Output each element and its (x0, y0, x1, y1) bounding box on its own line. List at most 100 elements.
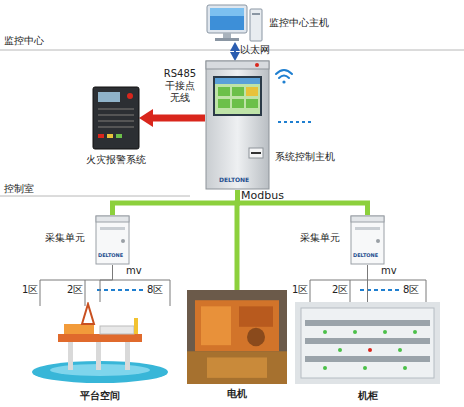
illustration-part (85, 280, 86, 306)
illustration-part (284, 121, 287, 123)
illustration-part (395, 289, 399, 291)
illustration-part (383, 330, 387, 334)
illustration-part (64, 324, 94, 334)
illustration-part (187, 290, 287, 384)
illustration-part (251, 152, 261, 154)
fire-panel-icon (92, 86, 140, 150)
illustration-part (98, 134, 104, 138)
illustration-part (98, 92, 120, 102)
text-label: 控制室 (4, 182, 34, 196)
text-label: 1区 (22, 283, 38, 297)
connector (234, 51, 236, 52)
zone-divider (0, 196, 190, 197)
illustration-part (215, 38, 239, 41)
illustration-part (302, 121, 305, 123)
connector (100, 265, 113, 302)
cabinet-image-node: 机柜 (295, 302, 440, 384)
illustration-part (276, 70, 292, 74)
illustration-part (376, 239, 380, 243)
illustration-part (118, 289, 122, 291)
platform-illustration (30, 302, 170, 384)
illustration-part (239, 306, 273, 326)
illustration-part (82, 304, 94, 324)
illustration-part (125, 289, 129, 291)
illustration-part (104, 289, 108, 291)
platform-image-node: 平台空间 (30, 302, 170, 384)
illustration-part (296, 121, 299, 123)
motor-illustration (187, 290, 287, 384)
illustration-part (351, 216, 384, 222)
wireless-dots (278, 121, 311, 123)
illustration-part (98, 114, 134, 116)
cabinet-icon (205, 60, 270, 190)
illustration-part (206, 61, 269, 189)
illustration-part (305, 338, 430, 344)
illustration-part (96, 216, 129, 264)
text-label: mv (381, 265, 397, 276)
illustration-part (134, 318, 138, 334)
computer-node: 监控中心主机 (205, 3, 265, 43)
text-label: 8区 (403, 283, 419, 297)
illustration-part (207, 5, 247, 33)
illustration-part (351, 216, 384, 264)
illustration-part (40, 280, 41, 306)
illustration-part (247, 328, 265, 346)
illustration-part (255, 63, 259, 67)
text-label: DELTONE (98, 252, 123, 258)
control-host-node: 系统控制主机 (205, 60, 270, 190)
illustration-part (398, 348, 402, 352)
connector (113, 190, 238, 215)
illustration-part (98, 126, 134, 128)
illustration-part (388, 289, 392, 291)
fire-alarm-node: 火灾报警系统 (92, 86, 140, 150)
illustration-part (368, 348, 372, 352)
cabinet-illustration (295, 302, 440, 384)
connector (153, 115, 205, 122)
wifi-symbol (276, 70, 292, 84)
illustration-part (132, 289, 136, 291)
text-label: 1区 (292, 283, 308, 297)
illustration-part (223, 33, 231, 38)
node-label: 机柜 (295, 389, 440, 403)
illustration-part (353, 330, 357, 334)
illustration-part (308, 121, 311, 123)
illustration-part (125, 340, 130, 370)
illustration-part (210, 8, 244, 16)
illustration-part (116, 134, 122, 138)
text-label: 8区 (147, 283, 163, 297)
text-label: Modbus (241, 189, 284, 202)
illustration-part (252, 13, 260, 15)
illustration-part (403, 366, 407, 370)
node-label: 采集单元 (45, 231, 85, 245)
illustration-part (290, 121, 293, 123)
illustration-part (323, 330, 327, 334)
node-label: 火灾报警系统 (80, 153, 152, 167)
illustration-part (360, 289, 364, 291)
illustration-part (68, 340, 73, 370)
illustration-part (305, 356, 430, 362)
motor-image-node: 电机 (187, 290, 287, 384)
node-label: 系统控制主机 (275, 150, 335, 164)
illustration-part (279, 76, 289, 79)
illustration-part (201, 306, 231, 345)
text-label: 2区 (67, 283, 83, 297)
illustration-part (98, 108, 134, 110)
text-label: 监控中心 (4, 34, 44, 48)
illustration-part (121, 239, 125, 243)
illustration-part (100, 227, 125, 230)
illustration-part (170, 280, 171, 306)
illustration-part (282, 80, 285, 83)
node-label: 电机 (187, 387, 287, 401)
edge-label: RS485 干接点 无线 (160, 68, 200, 104)
zone-divider (0, 50, 464, 51)
illustration-part (381, 289, 385, 291)
text-label: DELTONE (353, 252, 378, 258)
illustration-part (107, 134, 113, 138)
illustration-part (187, 351, 287, 384)
text-label: 2区 (332, 283, 348, 297)
illustration-part (413, 330, 417, 334)
illustration-part (218, 99, 230, 108)
edge-label: 以太网 (240, 44, 290, 56)
connector (238, 190, 368, 215)
